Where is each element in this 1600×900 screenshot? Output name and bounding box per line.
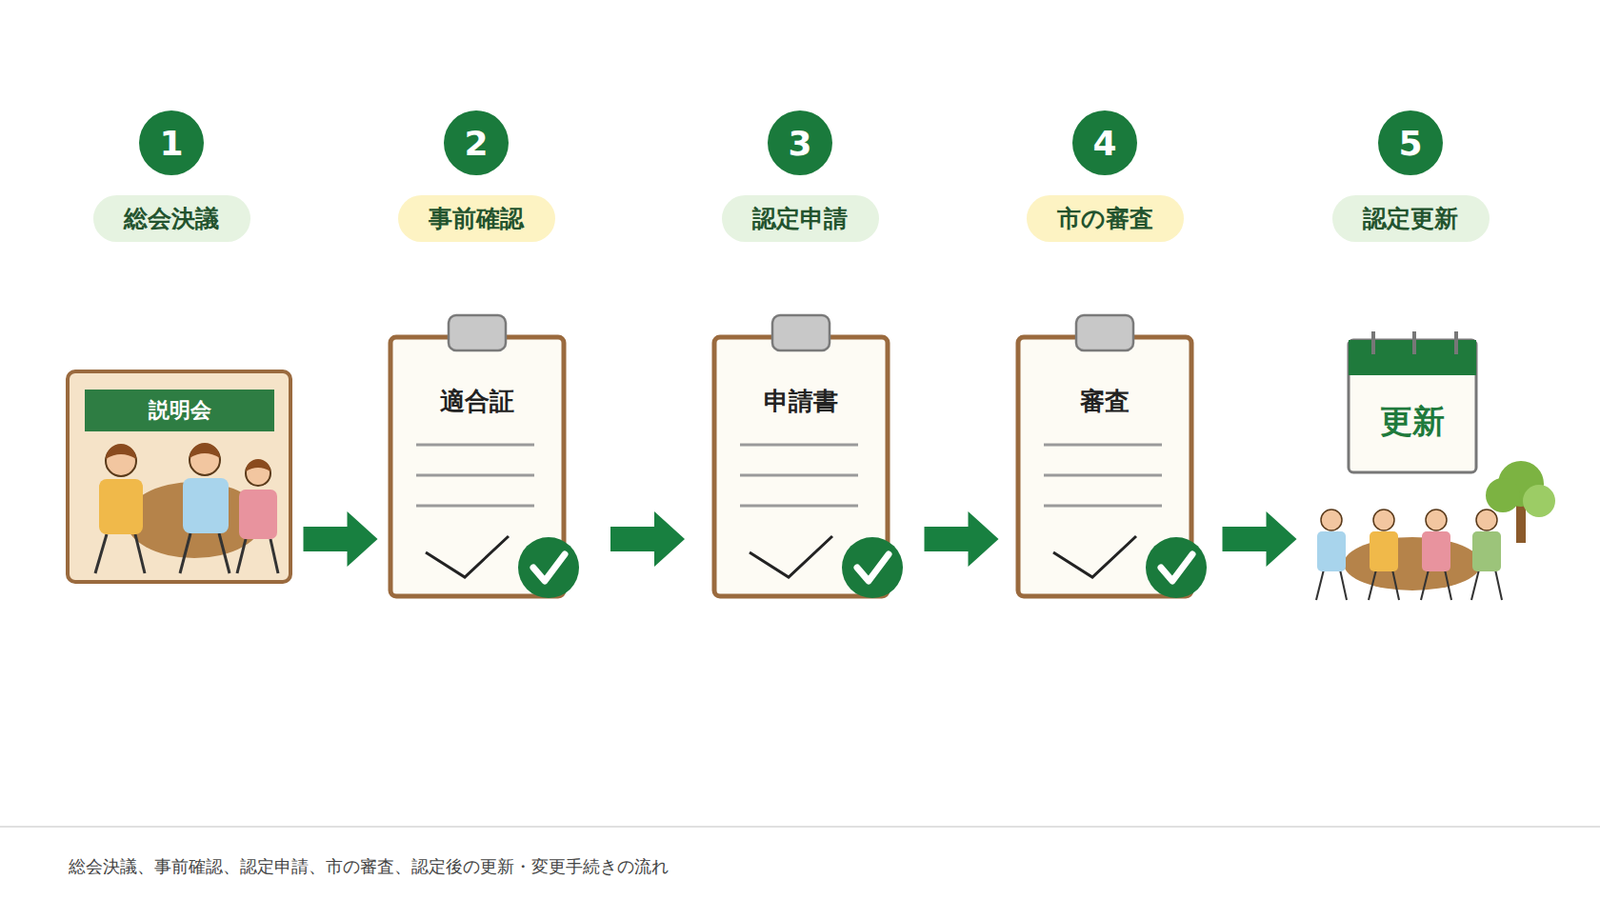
step-number: 2 xyxy=(443,110,509,176)
step-label: 認定更新 xyxy=(1332,195,1490,242)
step-label: 事前確認 xyxy=(398,195,556,242)
label-text: 1 xyxy=(159,123,183,163)
caption: 総会決議、事前確認、認定申請、市の審査、認定後の更新・変更手続きの流れ xyxy=(68,855,669,879)
step-label: 総会決議 xyxy=(93,195,251,242)
step-number: 4 xyxy=(1072,110,1138,176)
meeting-frame xyxy=(67,371,291,582)
label-text: 認定申請 xyxy=(752,202,848,235)
step-number: 5 xyxy=(1378,110,1443,176)
step-label: 市の審査 xyxy=(1026,195,1184,242)
calendar-scene xyxy=(1316,331,1556,600)
label-text: 適合証 xyxy=(440,384,515,419)
flow-arrow xyxy=(1222,511,1298,567)
calendar: 更新 xyxy=(1310,323,1560,602)
meeting-frame: 説明会 xyxy=(67,371,291,582)
clipboard: 審査 xyxy=(1018,314,1209,600)
label-text: 事前確認 xyxy=(428,202,524,235)
label-text: 総会決議 xyxy=(123,202,220,235)
separator xyxy=(0,825,1600,828)
clipboard xyxy=(390,315,580,599)
label-text: 2 xyxy=(463,123,488,163)
flow-arrow xyxy=(610,511,685,567)
label-text: 認定更新 xyxy=(1362,202,1459,235)
label-text: 市の審査 xyxy=(1057,202,1154,235)
label-text: 審査 xyxy=(1080,384,1130,419)
label-text: 説明会 xyxy=(148,396,212,425)
clipboard xyxy=(1018,315,1207,599)
flow-arrow xyxy=(303,511,379,567)
clipboard: 適合証 xyxy=(390,314,581,600)
flow-arrow xyxy=(924,511,1000,567)
clipboard xyxy=(714,315,903,599)
step-label: 認定申請 xyxy=(721,195,880,242)
label-text: 申請書 xyxy=(763,384,839,419)
step-number: 3 xyxy=(767,110,833,176)
label-text: 4 xyxy=(1092,123,1117,163)
label-text: 5 xyxy=(1398,123,1422,163)
label-text: 更新 xyxy=(1380,400,1445,444)
clipboard: 申請書 xyxy=(714,314,905,600)
label-text: 3 xyxy=(787,123,812,163)
step-number: 1 xyxy=(139,110,204,176)
